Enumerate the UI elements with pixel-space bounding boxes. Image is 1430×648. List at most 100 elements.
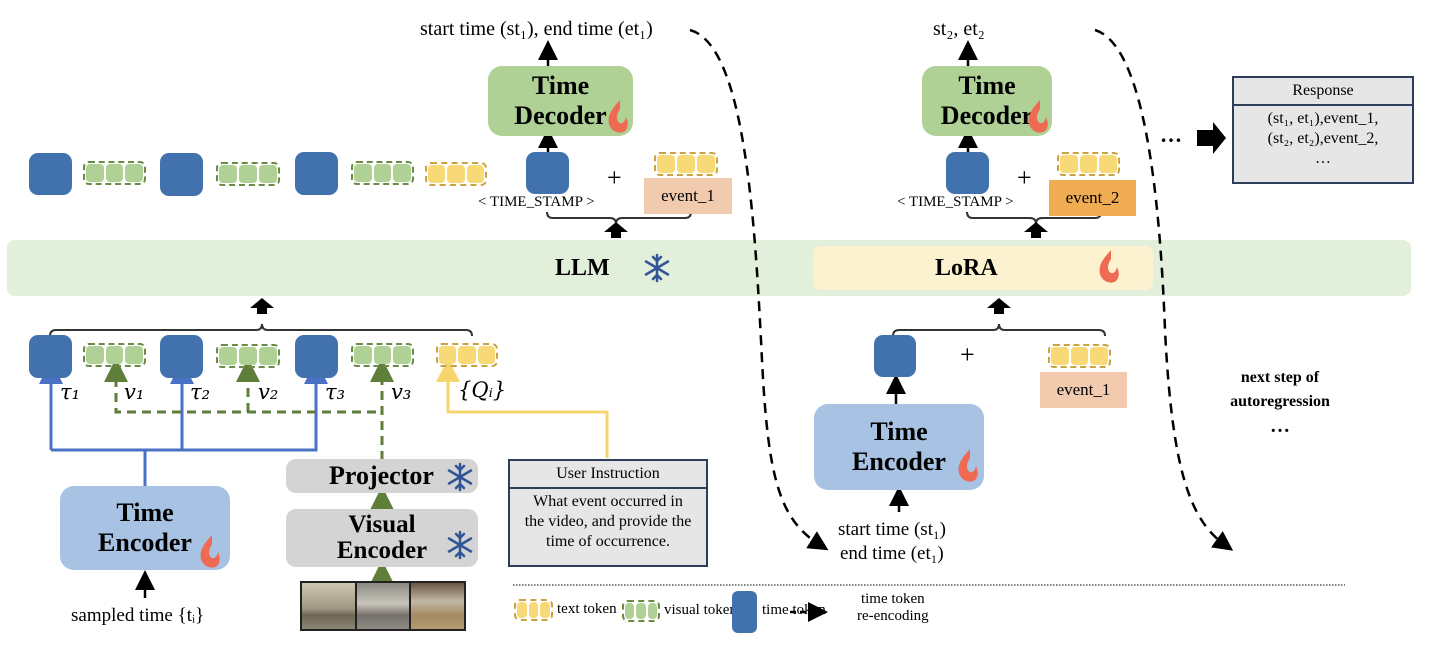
timestamp-token-1	[526, 152, 569, 194]
legend-time-token-label: time token	[762, 602, 826, 618]
snowflake-icon	[447, 462, 473, 492]
decoder1-title-line1: Time	[531, 71, 590, 100]
response-arrow	[1197, 122, 1226, 154]
reencode-curve-2	[1094, 28, 1234, 551]
fat-arrow-llm-to-decoder2	[1024, 222, 1048, 238]
llm-bar	[7, 240, 1411, 296]
fire-icon	[200, 535, 220, 568]
time-encoder-connections	[49, 376, 318, 488]
tau-3-label: τ₃	[325, 380, 346, 404]
user-instruction-header: User Instruction	[510, 461, 706, 489]
brace-reencode	[892, 323, 1106, 337]
v-3-label: v₃	[391, 380, 412, 404]
next-step-note: next step of autoregression …	[1205, 366, 1355, 438]
time-token	[295, 335, 338, 378]
legend-reencode-line1: time token	[860, 591, 925, 607]
time-token	[29, 153, 72, 195]
tau-2-label: τ₂	[190, 380, 211, 404]
llm-label: LLM	[555, 255, 610, 281]
time-token	[29, 335, 72, 378]
event-2-box: event_2	[1049, 180, 1136, 216]
projector: Projector	[286, 459, 478, 493]
v-2-label: v₂	[258, 380, 279, 404]
text-token	[1048, 344, 1111, 368]
visual-token	[351, 343, 414, 367]
user-instruction-box: User Instruction What event occurred in …	[508, 459, 708, 567]
visual-token	[351, 161, 414, 185]
video-frame	[302, 583, 357, 629]
reencode-start-time: start time (st₁)	[838, 519, 946, 540]
response-line: (st₁, et₁),event_1,	[1267, 110, 1379, 127]
timestamp-label-2: < TIME_STAMP >	[897, 194, 1014, 210]
fire-icon	[608, 100, 628, 133]
fire-icon	[958, 449, 978, 482]
lora-label: LoRA	[935, 255, 998, 281]
time-token	[295, 152, 338, 195]
legend-visual-token-label: visual token	[664, 602, 737, 618]
legend-text-token-label: text token	[557, 601, 617, 617]
projector-label: Projector	[329, 461, 434, 490]
legend-reencode-label: time token re-encoding	[857, 591, 929, 625]
snowflake-icon	[644, 253, 670, 283]
decoder1-output: start time (st₁), end time (et₁)	[420, 18, 653, 40]
lora-region	[813, 246, 1153, 290]
decoder2-output: st₂, et₂	[933, 18, 985, 40]
next-step-line2: autoregression	[1230, 393, 1330, 410]
encoder-left-title-line2: Encoder	[98, 528, 192, 557]
response-header: Response	[1234, 78, 1412, 106]
decoder1-title-line2: Decoder	[514, 101, 607, 130]
time-token	[160, 153, 203, 196]
snowflake-icon	[447, 530, 473, 560]
fat-arrow-inputs-to-llm	[250, 298, 274, 314]
visual-token	[216, 162, 280, 186]
visual-connections	[114, 378, 384, 460]
visual-encoder-title-line2: Encoder	[336, 537, 428, 564]
video-frame	[356, 583, 412, 629]
text-token	[425, 162, 487, 186]
response-line: (st₂, et₂),event_2,	[1267, 130, 1379, 147]
reencode-curve-1	[689, 28, 829, 551]
event-1-reencode-box: event_1	[1040, 372, 1127, 408]
fire-icon	[1028, 100, 1048, 133]
tau-1-label: τ₁	[60, 380, 81, 404]
legend-visual-token-swatch	[622, 600, 660, 622]
legend-reencode-line2: re-encoding	[857, 608, 929, 624]
sampled-time-label: sampled time {tᵢ}	[71, 605, 205, 626]
decoder2-title-line2: Decoder	[940, 101, 1034, 130]
visual-token	[83, 343, 146, 367]
time-token	[874, 335, 916, 377]
encoder-right-title-line1: Time	[870, 417, 928, 446]
text-token	[654, 152, 718, 176]
event-1-box: event_1	[644, 178, 732, 214]
text-token	[436, 343, 498, 367]
brace-inputs	[49, 323, 473, 337]
video-frames	[300, 581, 466, 631]
encoder-right-title-line2: Encoder	[852, 447, 946, 476]
visual-token	[216, 344, 280, 368]
encoder-left-title-line1: Time	[116, 498, 174, 527]
fat-arrow-llm-to-decoder1	[604, 222, 628, 238]
decoder2-title-line1: Time	[958, 71, 1016, 100]
next-step-ellipsis: …	[1270, 415, 1290, 437]
fat-arrow-reencode-to-llm	[987, 298, 1011, 314]
next-step-line1: next step of	[1240, 369, 1320, 386]
visual-token	[83, 161, 146, 185]
visual-encoder-title-line1: Visual	[348, 511, 416, 538]
plus-sign: +	[960, 340, 975, 369]
plus-sign: +	[607, 163, 622, 192]
instruction-connection	[446, 378, 609, 458]
text-token	[1057, 152, 1120, 176]
fire-icon	[1099, 250, 1119, 283]
response-ellipsis: …	[1160, 122, 1182, 147]
user-instruction-body: What event occurred in the video, and pr…	[524, 493, 692, 550]
timestamp-token-2	[946, 152, 989, 194]
v-1-label: v₁	[124, 380, 145, 404]
response-line: …	[1315, 150, 1331, 167]
legend-time-token-swatch	[732, 591, 757, 633]
reencode-end-time: end time (et₁)	[840, 543, 944, 564]
time-token	[160, 335, 203, 378]
